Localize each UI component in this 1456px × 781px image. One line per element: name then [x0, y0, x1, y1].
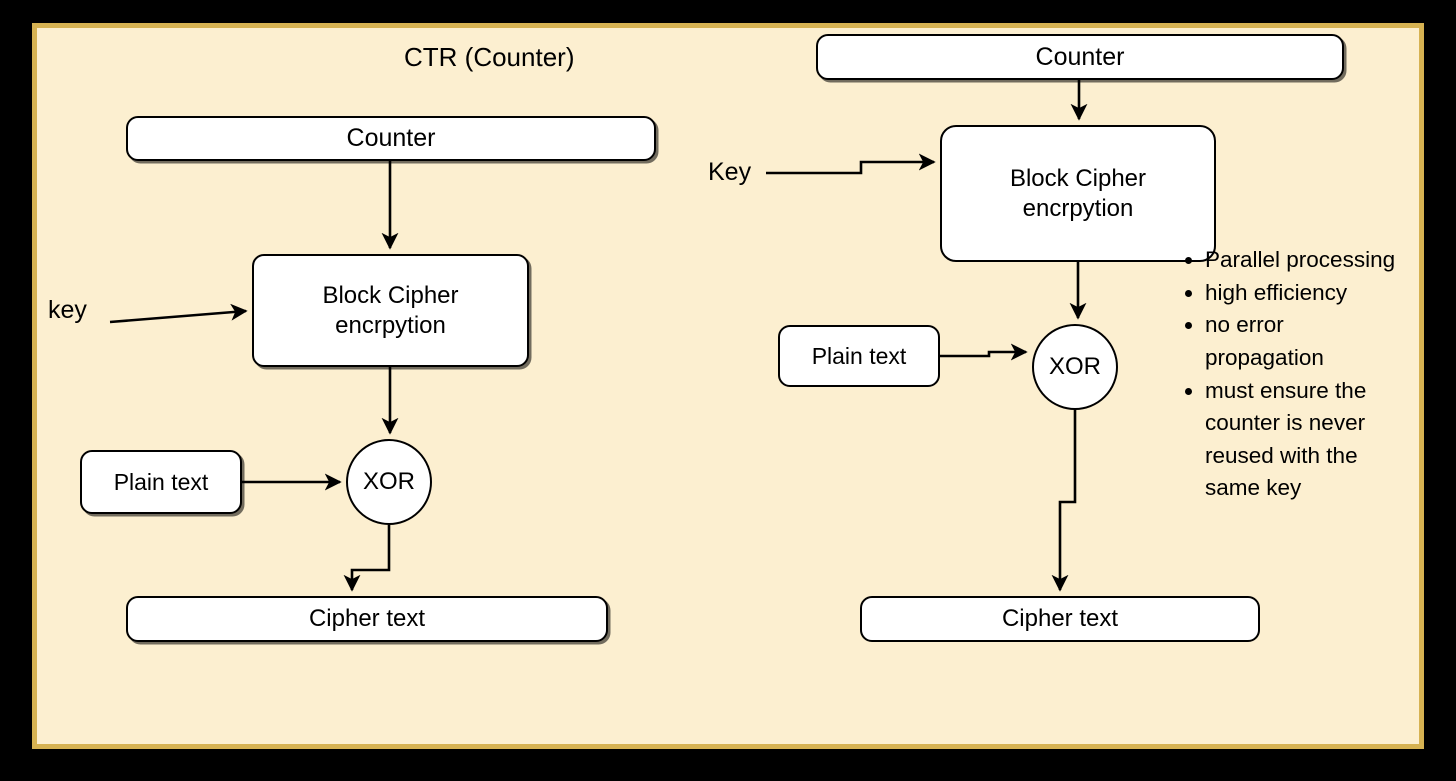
left-key-label: key — [48, 296, 87, 324]
left-block-cipher-label-line1: Block Cipher — [322, 282, 459, 310]
ctr-properties-notes: Parallel processing high efficiency no e… — [1168, 244, 1396, 505]
note-item: Parallel processing — [1205, 244, 1396, 277]
right-cipher-text-label: Cipher text — [1001, 605, 1119, 633]
right-block-cipher-label-line1: Block Cipher — [1009, 165, 1147, 193]
right-key-label: Key — [708, 158, 752, 186]
left-counter-box[interactable]: Counter — [126, 116, 656, 161]
left-block-cipher-box[interactable]: Block Cipher encrpytion — [252, 254, 529, 367]
right-plain-text-box[interactable]: Plain text — [778, 325, 940, 387]
right-xor-node[interactable]: XOR — [1032, 324, 1118, 410]
note-item: no error propagation — [1205, 309, 1396, 374]
right-plain-text-label: Plain text — [811, 342, 907, 369]
note-item: high efficiency — [1205, 277, 1396, 310]
right-cipher-text-box[interactable]: Cipher text — [860, 596, 1260, 642]
left-plain-text-label: Plain text — [113, 468, 209, 495]
left-plain-text-box[interactable]: Plain text — [80, 450, 242, 514]
right-block-cipher-label-line2: encrpytion — [1022, 194, 1134, 222]
ctr-properties-list: Parallel processing high efficiency no e… — [1168, 244, 1396, 505]
left-xor-node[interactable]: XOR — [346, 439, 432, 525]
left-cipher-text-label: Cipher text — [308, 605, 426, 633]
left-xor-label: XOR — [362, 468, 415, 496]
left-cipher-text-box[interactable]: Cipher text — [126, 596, 608, 642]
right-counter-box[interactable]: Counter — [816, 34, 1344, 80]
right-counter-label: Counter — [1035, 42, 1125, 71]
note-item: must ensure the counter is never reused … — [1205, 375, 1396, 506]
right-xor-label: XOR — [1048, 353, 1101, 381]
left-block-cipher-label-line2: encrpytion — [335, 311, 446, 339]
diagram-title: CTR (Counter) — [404, 42, 575, 72]
left-counter-label: Counter — [346, 124, 436, 153]
right-block-cipher-box[interactable]: Block Cipher encrpytion — [940, 125, 1216, 262]
